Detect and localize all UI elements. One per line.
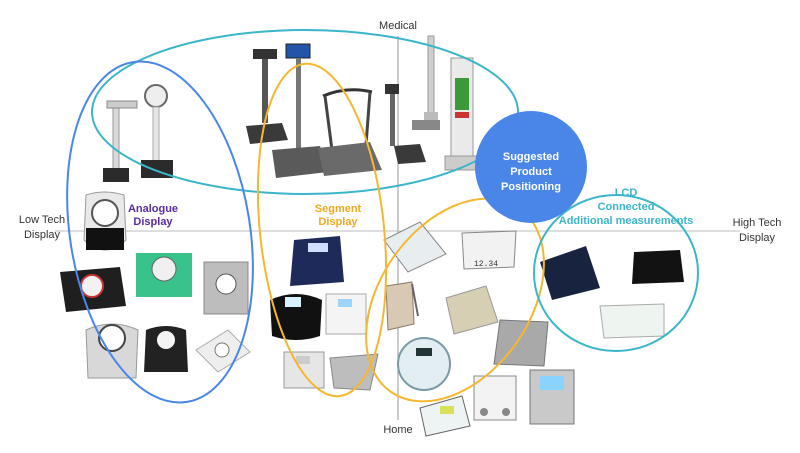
connected-scale-black-2 xyxy=(632,250,684,284)
medical-scale-handrail-platform xyxy=(318,88,382,176)
segment-ring xyxy=(256,62,388,398)
analogue-scale-4 xyxy=(203,261,249,315)
medical-kiosk-scale xyxy=(444,57,482,171)
body-composition-scale xyxy=(529,369,575,425)
beige-scale xyxy=(445,285,499,335)
axis-label-low-tech-line1: Low Tech xyxy=(19,214,65,226)
medical-scale-column-small xyxy=(385,84,426,164)
silver-scale-tilted xyxy=(493,319,549,367)
lcd-label-line2: Connected xyxy=(598,201,655,213)
segment-scale-2 xyxy=(270,294,322,340)
medical-scale-digital-column-2 xyxy=(272,43,328,178)
glass-electrode-scale xyxy=(473,375,517,421)
medical-scale-digital-column-1 xyxy=(246,49,288,144)
segment-scale-3 xyxy=(325,293,367,335)
round-glass-scale xyxy=(397,337,451,391)
analogue-scale-2 xyxy=(60,267,126,312)
axis-label-medical: Medical xyxy=(379,20,417,32)
glass-scale-3 xyxy=(385,281,419,331)
segment-label-line1: Segment xyxy=(315,203,362,215)
connected-scale-black-1 xyxy=(540,246,600,300)
medical-scale-height-rod xyxy=(412,35,440,130)
connected-scale-white xyxy=(599,303,665,339)
glass-scale-1 xyxy=(383,221,447,273)
suggested-line2: Product xyxy=(510,166,552,178)
medical-scale-dial-column xyxy=(141,84,173,178)
segment-scale-4 xyxy=(283,351,325,389)
axis-label-high-tech-line2: Display xyxy=(739,232,776,244)
analogue-label-line1: Analogue xyxy=(128,203,178,215)
segment-scale-5 xyxy=(329,353,379,391)
analogue-label-line2: Display xyxy=(133,216,173,228)
analogue-scale-6 xyxy=(144,326,188,372)
suggested-positioning-circle xyxy=(475,111,587,223)
glass-footpad-scale xyxy=(419,395,471,437)
analogue-scale-5 xyxy=(85,323,139,379)
analogue-scale-1 xyxy=(83,191,127,251)
analogue-scale-7 xyxy=(195,329,251,373)
segment-scale-1 xyxy=(290,236,344,286)
axis-label-low-tech-line2: Display xyxy=(24,229,61,241)
lcd-label-line1: LCD xyxy=(615,187,638,199)
suggested-line1: Suggested xyxy=(503,151,559,163)
medical-scale-beam-left xyxy=(103,100,138,182)
axis-label-home: Home xyxy=(383,424,412,436)
axis-label-high-tech-line1: High Tech xyxy=(733,217,782,229)
analogue-ring xyxy=(66,60,254,404)
glass-scale-2 xyxy=(461,230,517,270)
analogue-scale-3 xyxy=(136,253,192,297)
medical-ring xyxy=(91,29,519,195)
segment-label-line2: Display xyxy=(318,216,358,228)
lcd-label-line3: Additional measurements xyxy=(559,215,693,227)
lcd-ring xyxy=(533,194,699,352)
suggested-line3: Positioning xyxy=(501,181,561,193)
lcd-readout-text: 12.34 xyxy=(474,260,498,269)
